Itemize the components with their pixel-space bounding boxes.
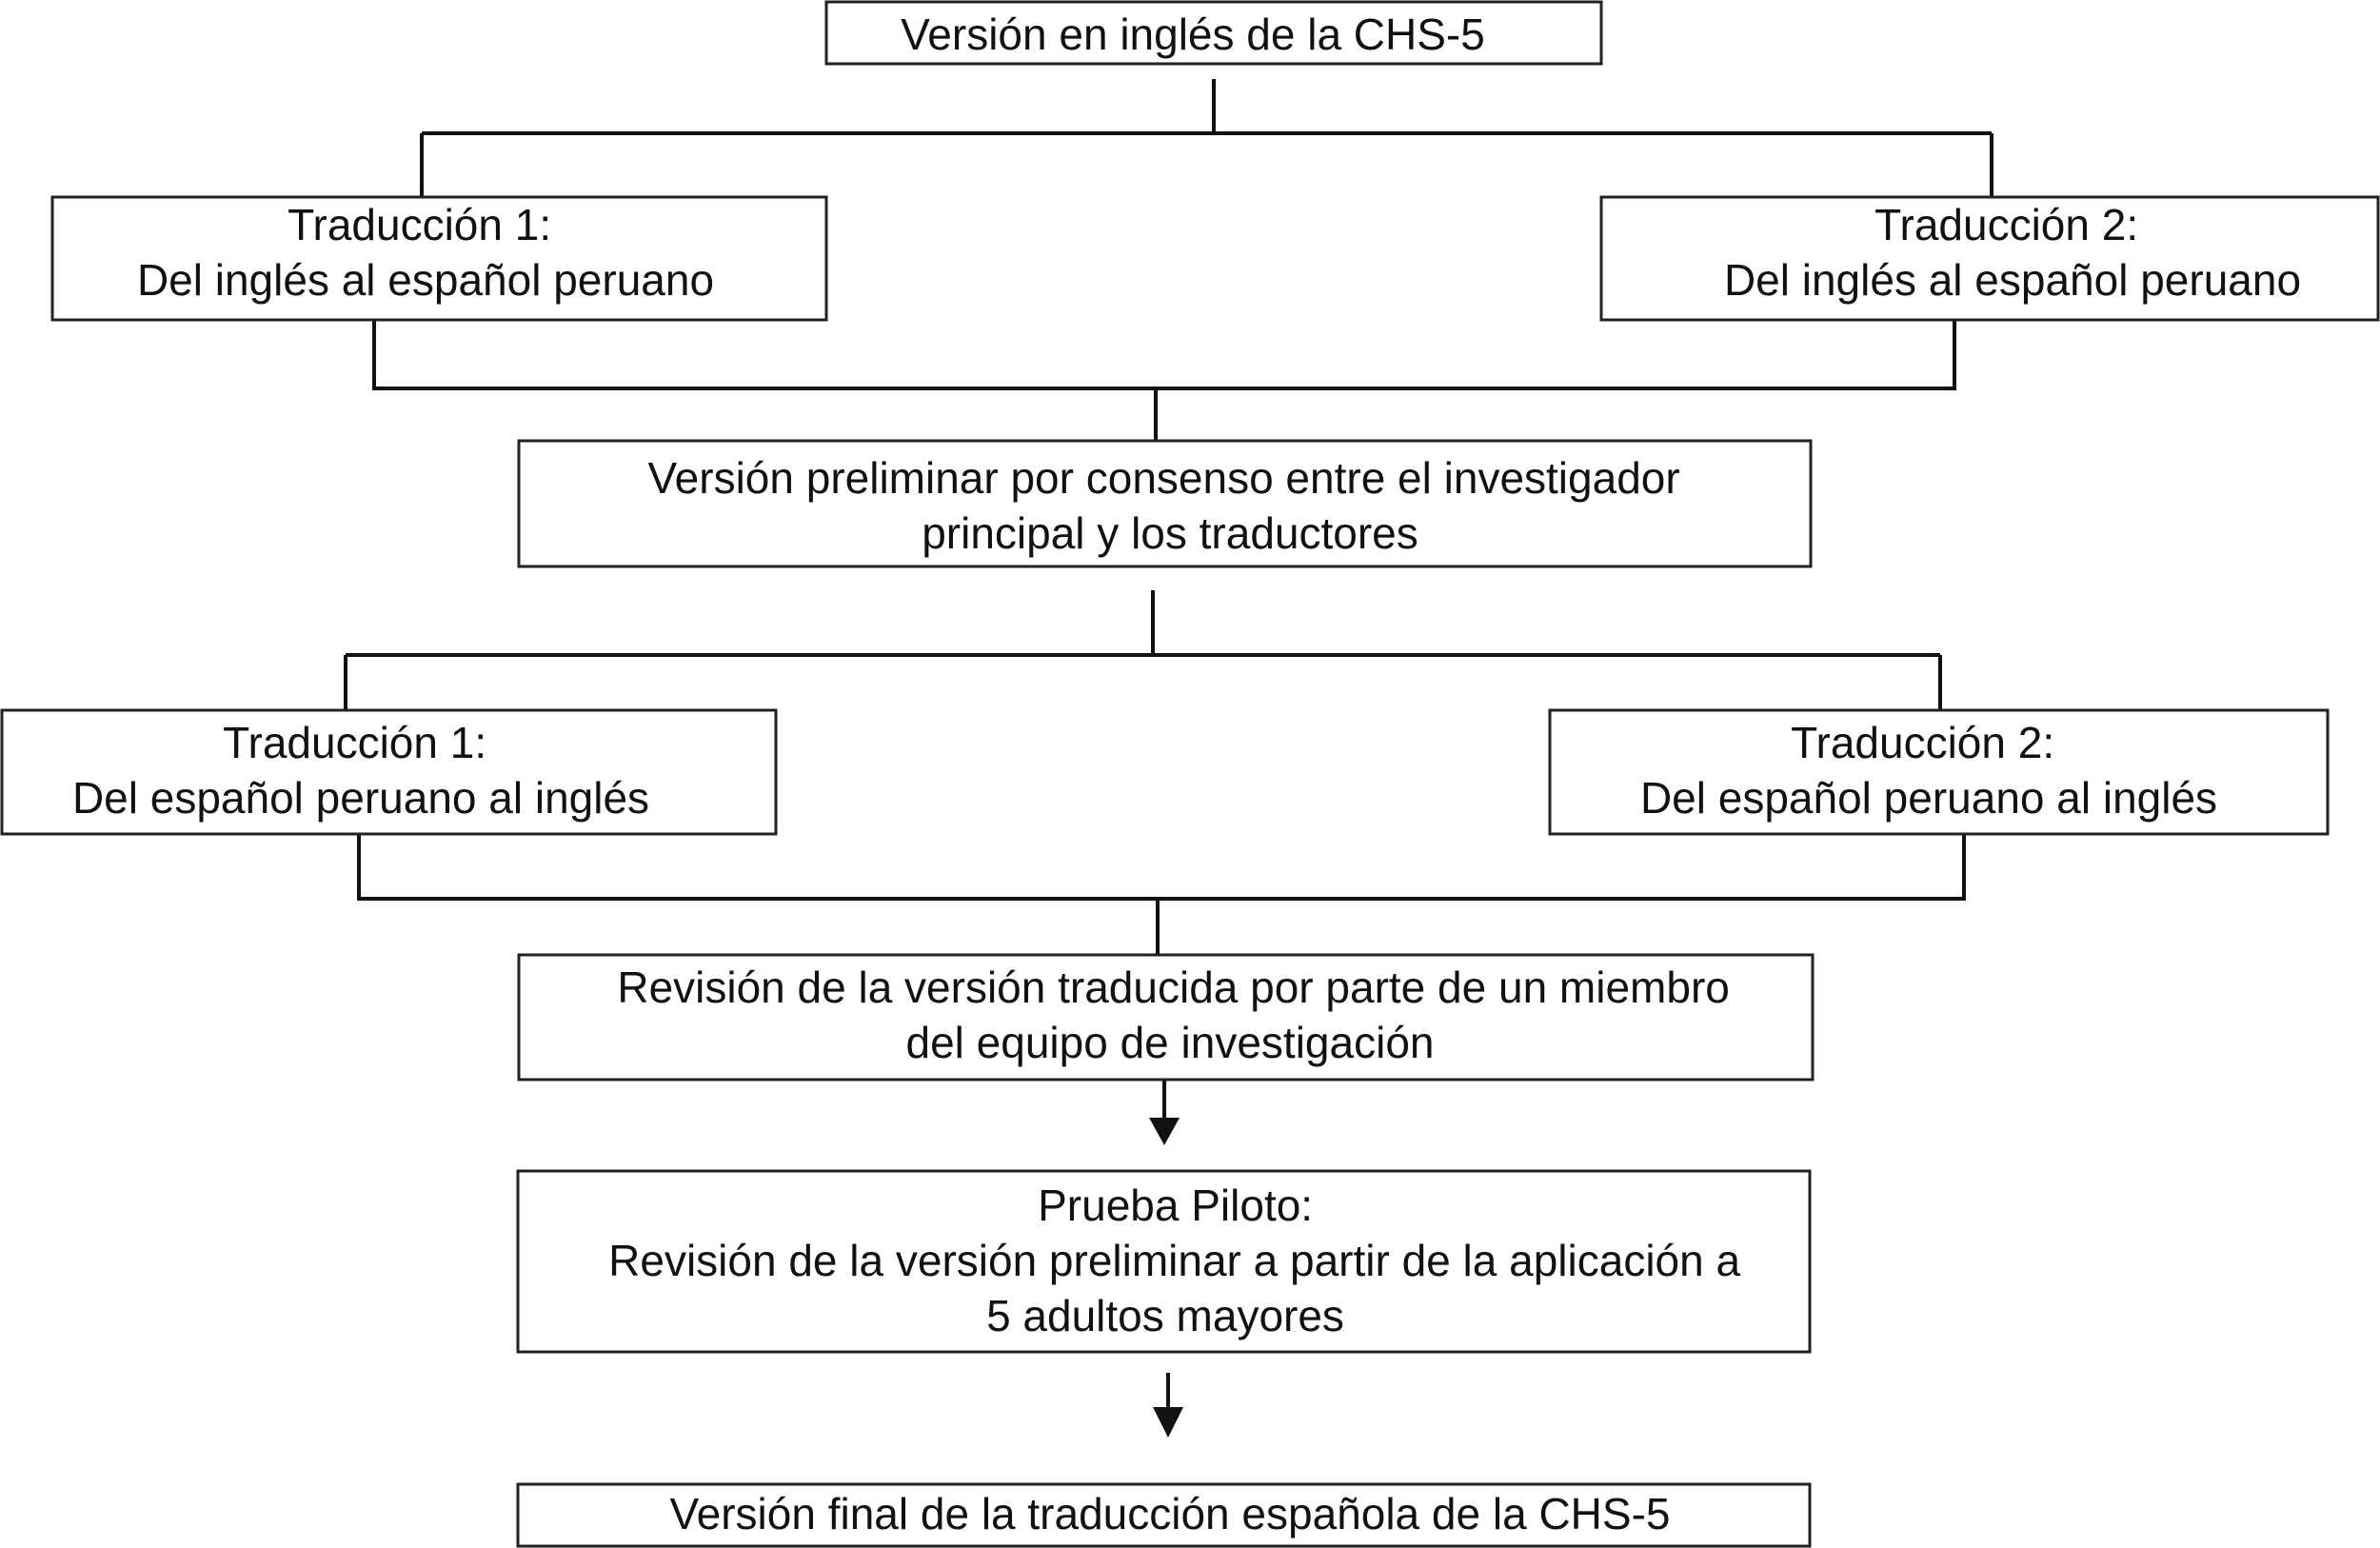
node-back-translation-1: Traducción 1: Del español peruano al ing… bbox=[0, 708, 778, 836]
node-preliminary-version: Versión preliminar por consenso entre el… bbox=[517, 439, 1813, 568]
node-team-review-box bbox=[517, 953, 1815, 1082]
node-final-version-label: Versión final de la traducción española … bbox=[670, 1489, 1671, 1538]
node-back-translation-2-box bbox=[1548, 708, 2330, 836]
node-forward-translation-1-box bbox=[50, 195, 828, 322]
node-final-version: Versión final de la traducción española … bbox=[516, 1482, 1812, 1548]
arrow-head-pilot-to-final bbox=[1153, 1407, 1183, 1438]
node-forward-translation-2-label: Traducción 2: Del inglés al español peru… bbox=[1724, 200, 2301, 305]
node-english-version-box bbox=[824, 0, 1603, 66]
node-preliminary-version-box bbox=[517, 439, 1813, 568]
node-team-review: Revisión de la versión traducida por par… bbox=[517, 953, 1815, 1082]
node-pilot-test-label: Prueba Piloto: Revisión de la versión pr… bbox=[608, 1181, 1753, 1340]
node-forward-translation-1-label: Traducción 1: Del inglés al español peru… bbox=[137, 200, 714, 305]
node-forward-translation-1: Traducción 1: Del inglés al español peru… bbox=[50, 195, 828, 322]
connector-english-to-forward bbox=[420, 79, 1993, 197]
node-pilot-test-box bbox=[516, 1169, 1812, 1354]
connector-back-to-review bbox=[357, 834, 1966, 955]
connector-forward-to-preliminary bbox=[372, 320, 1956, 441]
node-back-translation-1-label: Traducción 1: Del español peruano al ing… bbox=[72, 718, 649, 823]
node-final-version-box bbox=[516, 1482, 1812, 1548]
node-back-translation-2-label: Traducción 2: Del español peruano al ing… bbox=[1640, 718, 2217, 823]
node-back-translation-2: Traducción 2: Del español peruano al ing… bbox=[1548, 708, 2330, 836]
node-english-version-label: Versión en inglés de la CHS-5 bbox=[901, 10, 1485, 59]
node-back-translation-1-box bbox=[0, 708, 778, 836]
node-pilot-test: Prueba Piloto: Revisión de la versión pr… bbox=[516, 1169, 1812, 1354]
arrow-head-review-to-pilot bbox=[1149, 1118, 1180, 1145]
node-preliminary-version-label: Versión preliminar por consenso entre el… bbox=[648, 453, 1693, 558]
node-team-review-label: Revisión de la versión traducida por par… bbox=[617, 963, 1741, 1067]
node-forward-translation-2-box bbox=[1599, 195, 2380, 322]
connector-preliminary-to-back bbox=[344, 590, 1942, 710]
node-english-version: Versión en inglés de la CHS-5 bbox=[824, 0, 1603, 66]
connectors bbox=[344, 79, 1993, 1438]
node-forward-translation-2: Traducción 2: Del inglés al español peru… bbox=[1599, 195, 2380, 322]
